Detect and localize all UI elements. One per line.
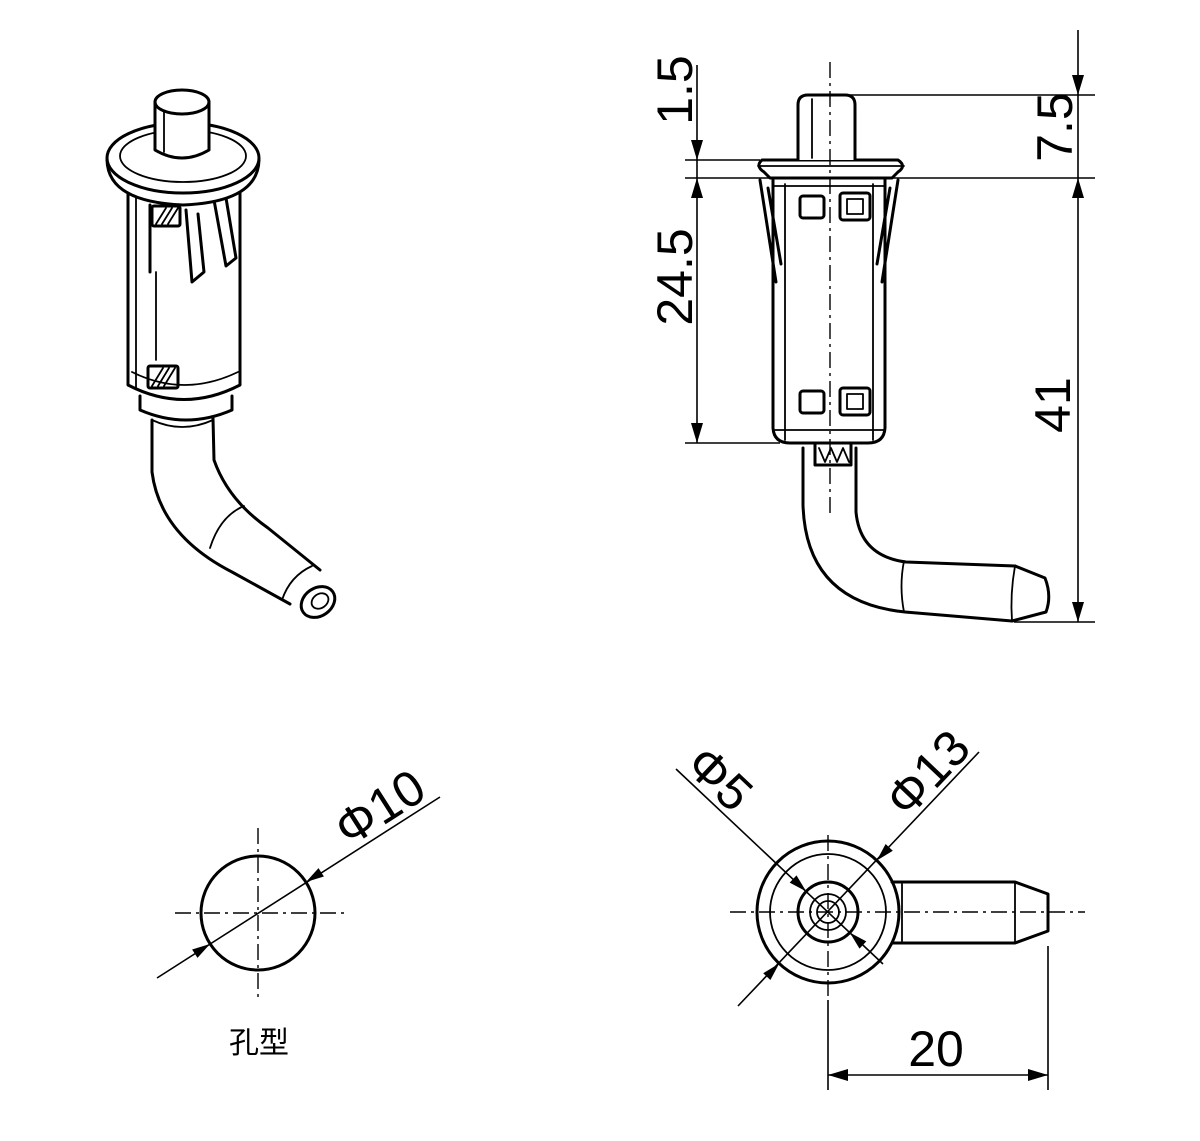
top-view: 20 Φ5 Φ13 <box>675 719 1085 1090</box>
side-terminal-left-bottom <box>798 389 826 415</box>
side-mounting-flange <box>757 158 904 180</box>
iso-switch-body <box>126 186 242 401</box>
outer-diameter-label: Φ13 <box>874 719 980 827</box>
iso-tube-seam <box>209 505 245 549</box>
side-tube-outer-edge <box>801 446 1014 623</box>
side-terminal-slot <box>846 393 864 410</box>
side-tube-inner-edge <box>854 446 1017 568</box>
iso-tube-outer-edge <box>150 418 292 606</box>
iso-terminal-frame <box>150 204 182 228</box>
iso-body-bottom-line <box>131 371 239 386</box>
side-connector-hatch <box>818 447 850 463</box>
dimension-label-overall: 41 <box>1025 377 1081 433</box>
inner-diameter-label: Φ5 <box>676 735 764 822</box>
arrowhead <box>1028 1069 1048 1081</box>
side-view: 1.5 24.5 7.5 41 <box>647 30 1095 623</box>
side-right-snap-clip <box>875 178 900 284</box>
iso-terminal-top <box>150 204 182 228</box>
iso-tube-taper-line <box>281 565 313 601</box>
side-switch-body <box>771 176 887 445</box>
iso-terminal-hatch <box>155 207 179 225</box>
tube-offset-label: 20 <box>908 1021 964 1077</box>
side-tube-taper-line <box>1010 565 1016 622</box>
outer-diameter-leader <box>737 751 980 1007</box>
top-tube-outline <box>890 880 1050 945</box>
side-terminal-right-top <box>838 191 872 222</box>
side-terminal-right-bottom <box>838 386 872 417</box>
arrowhead <box>192 944 210 958</box>
hole-diameter-label: Φ10 <box>325 758 436 857</box>
arrowhead <box>691 140 703 160</box>
arrowhead <box>1072 75 1084 95</box>
iso-terminal-bottom <box>146 364 180 390</box>
dimension-label-plunger: 7.5 <box>1027 92 1083 162</box>
arrowhead <box>876 844 893 861</box>
iso-tube-inner-edge <box>211 416 322 572</box>
dimension-label-top-gap: 1.5 <box>647 55 703 125</box>
iso-tube-tip-bore <box>310 592 330 610</box>
arrowhead <box>828 1069 848 1081</box>
arrowhead <box>691 423 703 443</box>
side-terminal-left-top <box>798 194 826 220</box>
iso-terminal-hatch <box>151 367 176 387</box>
iso-terminal-frame <box>146 364 180 390</box>
dimension-label-body: 24.5 <box>647 228 703 325</box>
iso-snap-clip <box>212 196 238 268</box>
iso-snap-clip <box>184 208 206 284</box>
iso-tube-tip <box>299 585 337 619</box>
side-plunger <box>796 93 857 162</box>
side-terminal-slot <box>846 198 864 215</box>
iso-tube-collar <box>151 419 214 428</box>
arrowhead <box>691 178 703 198</box>
arrowhead <box>1072 178 1084 198</box>
arrowhead <box>849 932 867 949</box>
arrowhead <box>1072 602 1084 622</box>
isometric-view <box>105 88 337 619</box>
inner-diameter-leader <box>675 768 884 965</box>
iso-bottom-ring <box>138 394 234 422</box>
arrowhead <box>763 963 780 980</box>
side-tube-seam <box>900 560 905 613</box>
side-tube-tip <box>1010 564 1051 623</box>
iso-plunger-top <box>153 88 211 116</box>
hole-view: Φ10 孔型 <box>156 758 441 1061</box>
side-left-snap-clip <box>758 178 783 284</box>
hole-view-caption: 孔型 <box>229 1026 289 1061</box>
arrowhead <box>306 868 324 882</box>
iso-plunger <box>153 100 211 160</box>
arrowhead <box>789 875 807 892</box>
